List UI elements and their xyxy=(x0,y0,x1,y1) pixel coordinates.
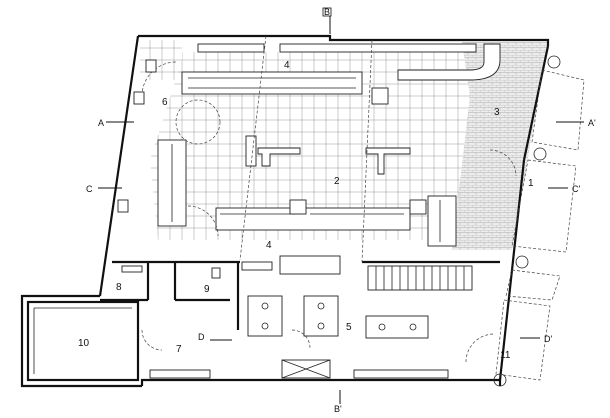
room-label-4-south: 4 xyxy=(266,240,272,251)
dining-furniture xyxy=(157,135,457,247)
section-mark-c-prime: C' xyxy=(572,184,580,194)
room-label-6: 6 xyxy=(162,97,168,108)
wc-fixtures xyxy=(117,59,221,279)
room-label-8: 8 xyxy=(116,282,122,293)
room-label-2: 2 xyxy=(334,176,340,187)
section-mark-c: C xyxy=(86,184,93,194)
room-label-11: 11 xyxy=(500,350,511,361)
section-cuts xyxy=(98,7,584,404)
room-label-7: 7 xyxy=(176,344,182,355)
room-label-5: 5 xyxy=(346,322,352,333)
kitchen-islands xyxy=(149,255,449,379)
section-mark-a: A xyxy=(98,118,104,128)
door-swings xyxy=(141,35,517,363)
room-labels: 1 2 3 4 4 5 6 7 8 9 10 11 xyxy=(78,60,534,361)
staircase xyxy=(367,265,473,291)
section-mark-d: D xyxy=(198,332,205,342)
exterior-terrace xyxy=(493,55,585,387)
room-label-9: 9 xyxy=(204,284,210,295)
section-mark-labels: A A' C C' D D' B B' xyxy=(86,7,596,414)
room-label-4-north: 4 xyxy=(284,60,290,71)
bar-counter-north xyxy=(181,43,501,105)
section-mark-b: B xyxy=(324,7,330,17)
terrace-paving xyxy=(452,42,548,250)
section-mark-d-prime: D' xyxy=(544,334,552,344)
section-mark-a-prime: A' xyxy=(588,118,596,128)
room-label-3: 3 xyxy=(494,107,500,118)
room-label-10: 10 xyxy=(78,338,90,349)
section-mark-b-prime: B' xyxy=(334,404,342,414)
room-label-1: 1 xyxy=(528,178,534,189)
